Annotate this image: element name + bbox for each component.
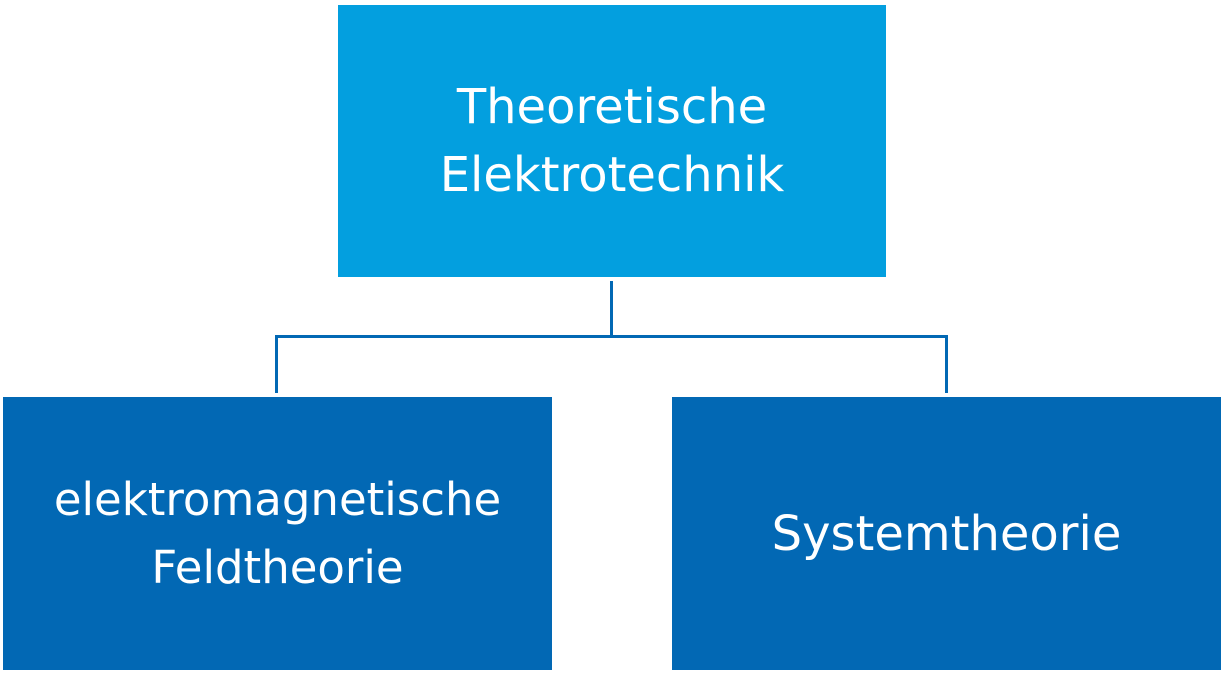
connector-left-drop (275, 335, 278, 393)
child-node-label-right: Systemtheorie (772, 500, 1122, 568)
root-node-box: Theoretische Elektrotechnik (338, 5, 886, 277)
child-node-left-line1: elektromagnetische (53, 472, 502, 526)
child-node-box-left: elektromagnetische Feldtheorie (3, 397, 552, 670)
root-node-label-line2: Elektrotechnik (439, 147, 785, 203)
child-node-box-right: Systemtheorie (672, 397, 1221, 670)
child-node-label-left: elektromagnetische Feldtheorie (54, 466, 501, 602)
child-node-left-line2: Feldtheorie (151, 540, 404, 594)
root-node-label: Theoretische Elektrotechnik (440, 73, 785, 209)
connector-right-drop (945, 335, 948, 393)
root-node-label-line1: Theoretische (456, 79, 768, 135)
connector-horizontal-bar (275, 335, 948, 338)
connector-stem (610, 281, 613, 338)
child-node-right-line1: Systemtheorie (771, 505, 1122, 562)
